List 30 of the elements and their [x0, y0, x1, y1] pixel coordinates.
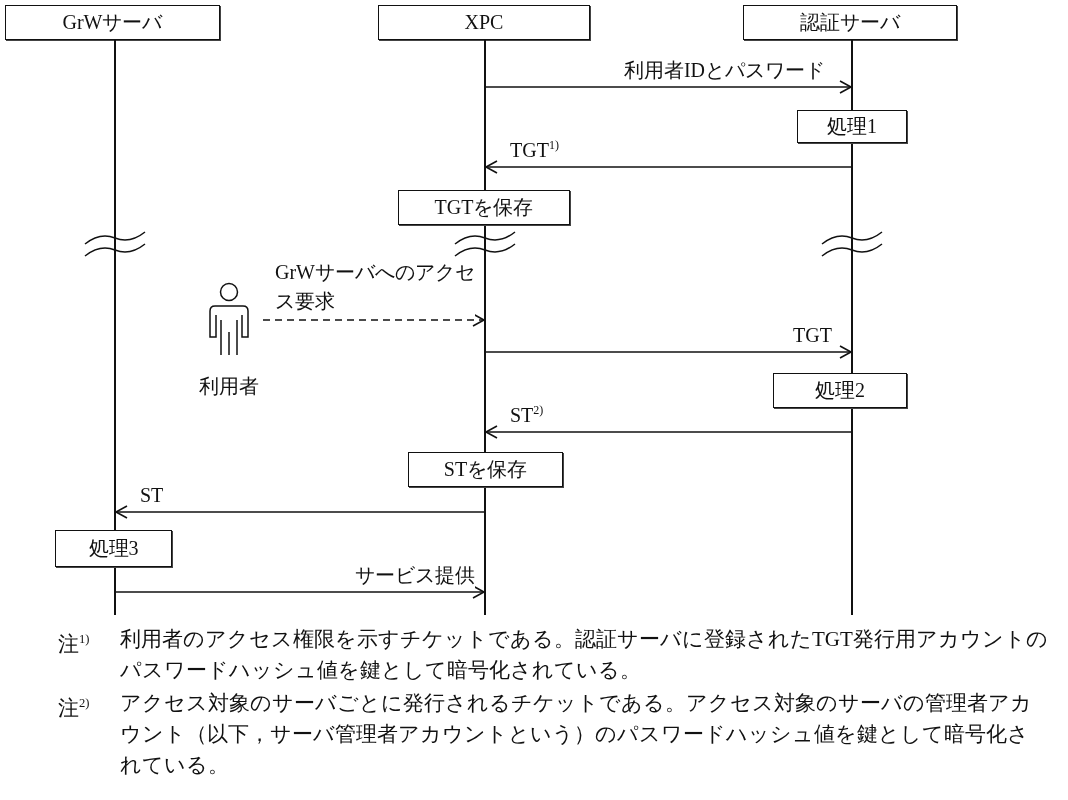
lifeline: [484, 487, 486, 615]
process-box: 処理1: [797, 110, 907, 143]
process-box: STを保存: [408, 452, 563, 487]
arrow: [485, 80, 852, 94]
dashed-arrow: [262, 313, 485, 327]
arrow: [485, 345, 852, 359]
lifeline-header: GrWサーバ: [5, 5, 220, 40]
edge-label: 利用者IDとパスワード: [623, 58, 825, 83]
note-marker: 注$^{1)}$: [58, 631, 91, 658]
lifeline: [114, 567, 116, 615]
arrow: [485, 160, 852, 174]
lifeline: [851, 408, 853, 615]
lifeline: [484, 40, 486, 190]
note-marker: 注$^{2)}$: [58, 695, 91, 722]
arrow: [115, 505, 485, 519]
footnote: アクセス対象のサーバごとに発行されるチケットである。アクセス対象のサーバの管理者アカウント（以下，サーバ管理者アカウントという）のパスワードハッシュ値を鍵として暗号化されている。: [120, 690, 1033, 779]
lifeline: [114, 40, 116, 530]
process-box: 処理3: [55, 530, 172, 567]
lifeline: [484, 225, 486, 452]
lifeline-header: 認証サーバ: [743, 5, 957, 40]
lifeline-header: XPC: [378, 5, 590, 40]
edge-label: サービス提供: [355, 563, 475, 588]
actor-label: 利用者: [199, 374, 259, 399]
footnote: 利用者のアクセス権限を示すチケットである。認証サーバに登録されたTGT発行用アカウントのパスワードハッシュ値を鍵として暗号化されている。: [120, 626, 1048, 684]
lifeline: [851, 143, 853, 373]
lifeline: [851, 40, 853, 110]
process-box: 処理2: [773, 373, 907, 408]
process-box: TGTを保存: [398, 190, 570, 225]
arrow: [115, 585, 485, 599]
arrow: [485, 425, 852, 439]
